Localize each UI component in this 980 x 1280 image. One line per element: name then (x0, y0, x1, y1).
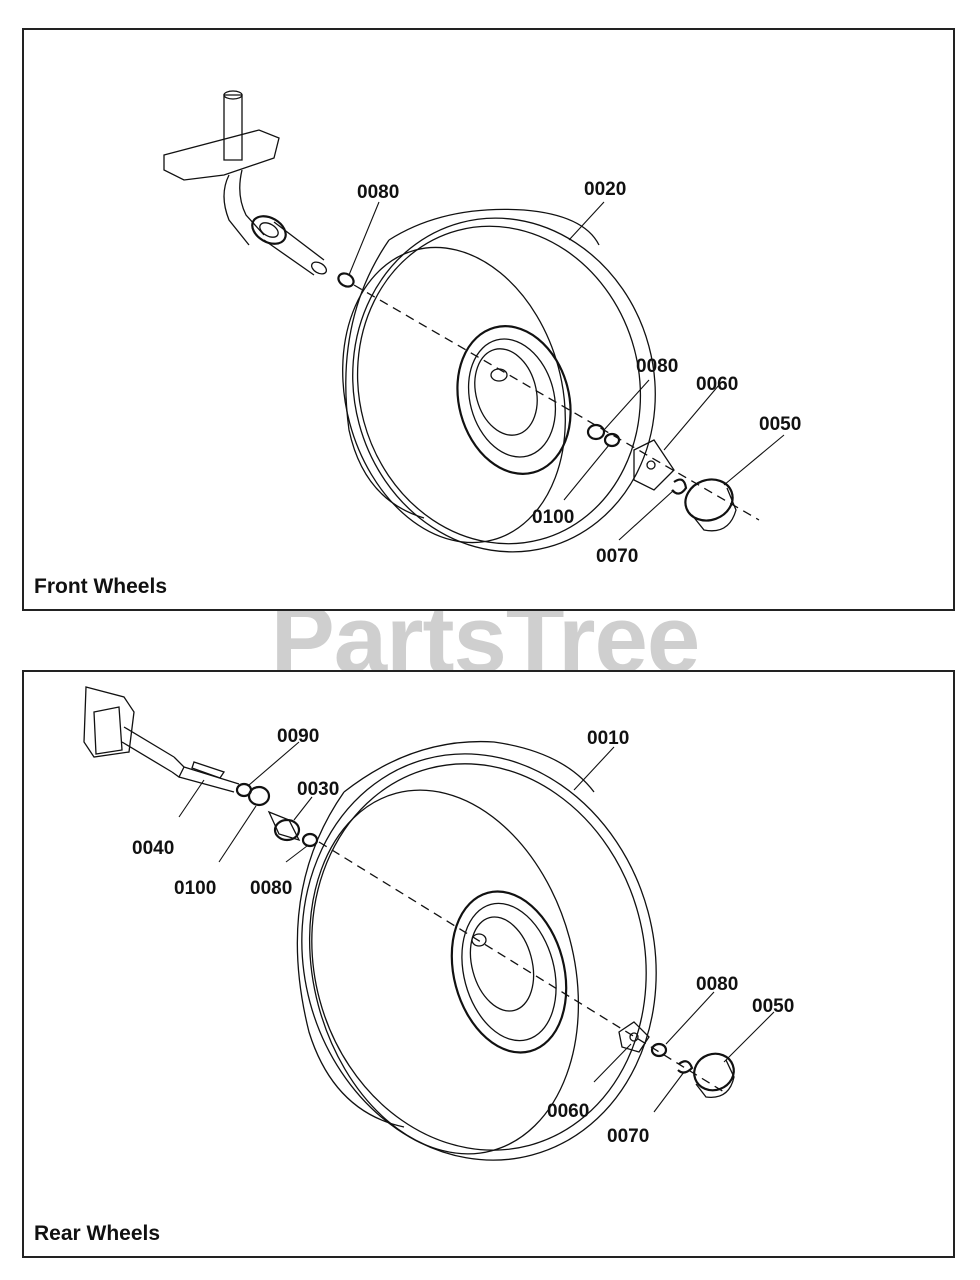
callout-front-0060: 0060 (696, 374, 738, 395)
front-leader-lines (348, 201, 785, 541)
callout-front-0020: 0020 (584, 179, 626, 200)
washer-0080-outer (586, 423, 606, 441)
rear-washer-0080-outer (650, 1042, 668, 1058)
rear-leader-lines (178, 741, 775, 1113)
callout-rear-0080-inner: 0080 (250, 878, 292, 899)
front-cap-0050 (684, 478, 737, 532)
callout-rear-0080-outer: 0080 (696, 974, 738, 995)
rear-cap-0050 (693, 1052, 735, 1098)
callout-front-0050: 0050 (759, 414, 801, 435)
callout-rear-0030: 0030 (297, 779, 339, 800)
rear-wheels-panel: 0090 0010 0030 0040 0100 0080 0080 0050 … (22, 670, 955, 1258)
rear-washer-0080-inner (301, 832, 319, 848)
rear-key-0040 (191, 761, 226, 779)
rear-spacer-0030 (267, 810, 301, 842)
callout-rear-0040: 0040 (132, 838, 174, 859)
rear-hub-plate-0060 (618, 1021, 650, 1053)
callout-front-0070: 0070 (596, 546, 638, 567)
callout-rear-0060: 0060 (547, 1101, 589, 1122)
washer-0080-inner (337, 272, 355, 288)
front-wheels-caption: Front Wheels (34, 575, 168, 598)
callout-rear-0070: 0070 (607, 1126, 649, 1147)
rear-axle-housing (83, 686, 240, 793)
rear-tire (296, 740, 657, 1161)
rear-clip-0070 (677, 1060, 694, 1074)
front-wheels-diagram: 0080 0020 0080 0060 0050 0100 0070 (163, 90, 801, 567)
rear-wheels-diagram: 0090 0010 0030 0040 0100 0080 0080 0050 … (83, 686, 794, 1161)
callout-rear-0050: 0050 (752, 996, 794, 1017)
front-spindle (163, 90, 328, 276)
front-wheels-panel: 0080 0020 0080 0060 0050 0100 0070 Front… (22, 28, 955, 611)
front-hub-plate-0060 (633, 439, 675, 491)
callout-rear-0010: 0010 (587, 728, 629, 749)
front-axis-line (353, 284, 760, 521)
washer-0100 (603, 432, 621, 448)
callout-rear-0090: 0090 (277, 726, 319, 747)
callout-rear-0100: 0100 (174, 878, 216, 899)
callout-front-0080-outer: 0080 (636, 356, 678, 377)
callout-front-0100: 0100 (532, 507, 574, 528)
callout-front-0080-inner: 0080 (357, 182, 399, 203)
rear-washer-0100 (247, 785, 271, 807)
rear-axis-line (318, 841, 725, 1093)
front-clip-0070 (671, 478, 688, 495)
rear-wheels-caption: Rear Wheels (34, 1222, 161, 1245)
front-tire (342, 208, 656, 553)
